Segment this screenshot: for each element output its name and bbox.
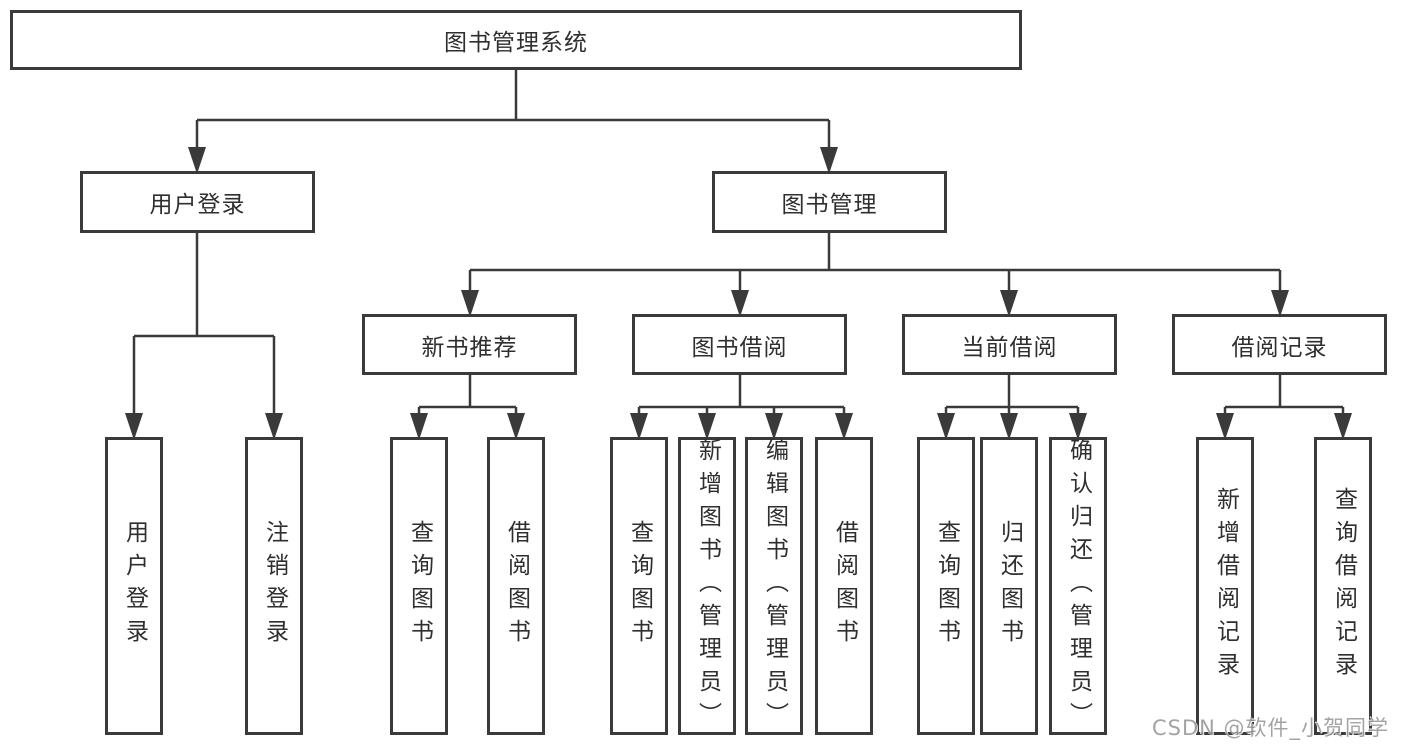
arrowhead-down-icon xyxy=(507,413,525,440)
node-label: 用户登录 xyxy=(149,192,246,218)
node-label: 新书推荐 xyxy=(421,334,518,361)
node-label: 编辑图书（管理员） xyxy=(761,437,788,735)
arrowhead-down-icon xyxy=(820,147,838,174)
arrowhead-down-icon xyxy=(265,413,283,440)
node-query-books-2: 查询图书 xyxy=(610,437,668,735)
node-edit-books-admin: 编辑图书（管理员） xyxy=(745,437,803,735)
node-label: 图书管理系统 xyxy=(444,30,588,56)
arrowhead-down-icon xyxy=(461,290,479,317)
arrowhead-down-icon xyxy=(1000,290,1018,317)
arrowhead-down-icon xyxy=(698,413,716,440)
arrowhead-down-icon xyxy=(125,413,143,440)
node-borrow-books-1: 借阅图书 xyxy=(487,437,545,735)
arrowhead-down-icon xyxy=(1000,413,1018,440)
node-user-login-group: 用户登录 xyxy=(80,171,315,233)
node-borrow-books-2: 借阅图书 xyxy=(815,437,873,735)
arrowhead-down-icon xyxy=(731,290,749,317)
node-return-books: 归还图书 xyxy=(980,437,1038,735)
node-confirm-return-admin: 确认归还（管理员） xyxy=(1049,437,1107,735)
node-label: 图书管理 xyxy=(781,192,878,218)
node-library-management-system: 图书管理系统 xyxy=(10,10,1022,70)
arrowhead-down-icon xyxy=(1334,413,1352,440)
node-borrow-records: 借阅记录 xyxy=(1172,314,1387,375)
node-current-borrowing: 当前借阅 xyxy=(902,314,1117,375)
node-label: 查询图书 xyxy=(406,520,433,652)
node-label: 确认归还（管理员） xyxy=(1065,437,1092,735)
node-label: 新增图书（管理员） xyxy=(694,437,721,735)
node-label: 借阅记录 xyxy=(1231,334,1328,361)
node-label: 查询借阅记录 xyxy=(1330,487,1357,685)
node-logout: 注销登录 xyxy=(245,437,303,735)
node-query-books-1: 查询图书 xyxy=(390,437,448,735)
node-label: 查询图书 xyxy=(626,520,653,652)
node-label: 借阅图书 xyxy=(831,520,858,652)
arrowhead-down-icon xyxy=(1271,290,1289,317)
node-query-books-3: 查询图书 xyxy=(917,437,975,735)
node-user-login: 用户登录 xyxy=(105,437,163,735)
node-label: 借阅图书 xyxy=(503,520,530,652)
arrowhead-down-icon xyxy=(835,413,853,440)
node-query-borrow-record: 查询借阅记录 xyxy=(1314,437,1372,735)
node-label: 当前借阅 xyxy=(961,334,1058,361)
node-label: 归还图书 xyxy=(996,520,1023,652)
arrowhead-down-icon xyxy=(410,413,428,440)
node-label: 图书借阅 xyxy=(691,334,788,361)
arrowhead-down-icon xyxy=(1216,413,1234,440)
node-book-borrowing: 图书借阅 xyxy=(632,314,847,375)
arrowhead-down-icon xyxy=(765,413,783,440)
node-label: 注销登录 xyxy=(261,520,288,652)
node-book-management: 图书管理 xyxy=(712,171,947,233)
watermark: CSDN @软件_小贺同学 xyxy=(1152,716,1390,740)
node-add-borrow-record: 新增借阅记录 xyxy=(1196,437,1254,735)
node-new-book-recommend: 新书推荐 xyxy=(362,314,577,375)
arrowhead-down-icon xyxy=(1069,413,1087,440)
node-label: 查询图书 xyxy=(933,520,960,652)
arrowhead-down-icon xyxy=(937,413,955,440)
node-label: 新增借阅记录 xyxy=(1212,487,1239,685)
node-label: 用户登录 xyxy=(121,520,148,652)
node-add-books-admin: 新增图书（管理员） xyxy=(678,437,736,735)
arrowhead-down-icon xyxy=(630,413,648,440)
arrowhead-down-icon xyxy=(188,147,206,174)
